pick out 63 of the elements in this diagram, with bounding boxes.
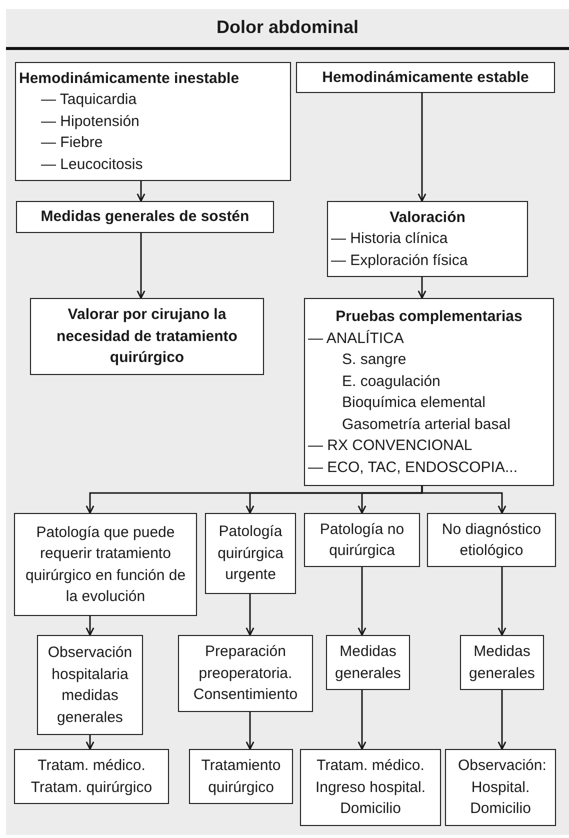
arrow xyxy=(421,486,506,514)
process-box xyxy=(15,62,291,181)
list-item: — ANALÍTICA xyxy=(308,328,405,348)
box-text: Valorar por cirujano la necesidad de tratamiento quirúrgico xyxy=(56,305,238,368)
list-item: — Historia clínica xyxy=(331,229,449,250)
list-item: — Fiebre xyxy=(40,133,104,154)
process-box xyxy=(300,749,441,826)
process-box xyxy=(30,298,264,375)
list-item: S. sangre xyxy=(341,350,408,370)
box-text: Medidas generales xyxy=(334,642,402,684)
arrow xyxy=(358,567,366,636)
process-box xyxy=(14,749,169,804)
box-text: Preparación preoperatoria. Consentimiento xyxy=(192,642,299,706)
process-box xyxy=(189,749,293,804)
arrow xyxy=(498,567,506,636)
list-item: — Leucocitosis xyxy=(40,154,144,175)
list-item: — Taquicardia xyxy=(40,90,138,110)
arrow xyxy=(86,616,94,636)
box-heading: Valoración xyxy=(388,208,466,228)
arrow xyxy=(246,712,254,750)
arrow xyxy=(86,735,94,750)
process-box xyxy=(16,201,274,233)
arrow xyxy=(418,93,426,202)
process-box xyxy=(304,298,554,486)
process-box xyxy=(304,513,420,567)
box-heading: Pruebas complementarias xyxy=(334,307,524,327)
process-box xyxy=(178,635,313,712)
box-heading: Hemodinámicamente inestable xyxy=(19,68,240,89)
process-box xyxy=(14,513,197,616)
list-item: — Hipotensión xyxy=(40,112,140,132)
list-item: E. coagulación xyxy=(341,372,442,392)
arrow xyxy=(358,690,366,750)
box-text: Tratam. médico. Tratam. quirúrgico xyxy=(30,756,154,798)
box-text: Patología que puede requerir tratamiento quirúrgico en función de la evolución xyxy=(24,522,187,607)
process-box xyxy=(296,62,555,93)
box-text: Observación: Hospital. Domicilio xyxy=(458,756,543,820)
process-box xyxy=(37,635,143,735)
arrow xyxy=(418,277,426,299)
list-item: Bioquímica elemental xyxy=(341,393,486,413)
box-text: Patología no quirúrgica xyxy=(318,520,406,561)
list-item: — ECO, TAC, ENDOSCOPIA... xyxy=(308,458,518,478)
list-item: — Exploración física xyxy=(331,250,469,271)
process-box xyxy=(460,635,544,690)
arrow xyxy=(498,690,506,750)
arrow xyxy=(136,181,146,202)
arrow xyxy=(136,233,146,299)
diagram-title: Dolor abdominal xyxy=(215,16,360,39)
process-box xyxy=(205,513,296,594)
box-text: Medidas generales de sostén xyxy=(40,207,250,228)
process-box xyxy=(445,749,556,826)
box-text: Medidas generales xyxy=(468,642,536,684)
process-box xyxy=(427,513,556,567)
list-item: — RX CONVENCIONAL xyxy=(308,436,474,456)
box-text: Patología quirúrgica urgente xyxy=(216,522,284,586)
process-box xyxy=(326,635,410,690)
box-text: Hemodinámicamente estable xyxy=(321,68,530,88)
box-text: Tratamiento quirúrgico xyxy=(200,756,282,798)
box-text: Tratam. médico. Ingreso hospital. Domicilio xyxy=(314,756,427,820)
box-text: Observación hospitalaria medidas generales xyxy=(46,643,134,728)
arrow xyxy=(246,594,254,636)
box-text: No diagnóstico etiológico xyxy=(440,520,542,561)
process-box xyxy=(327,201,528,277)
list-item: Gasometría arterial basal xyxy=(341,414,512,434)
